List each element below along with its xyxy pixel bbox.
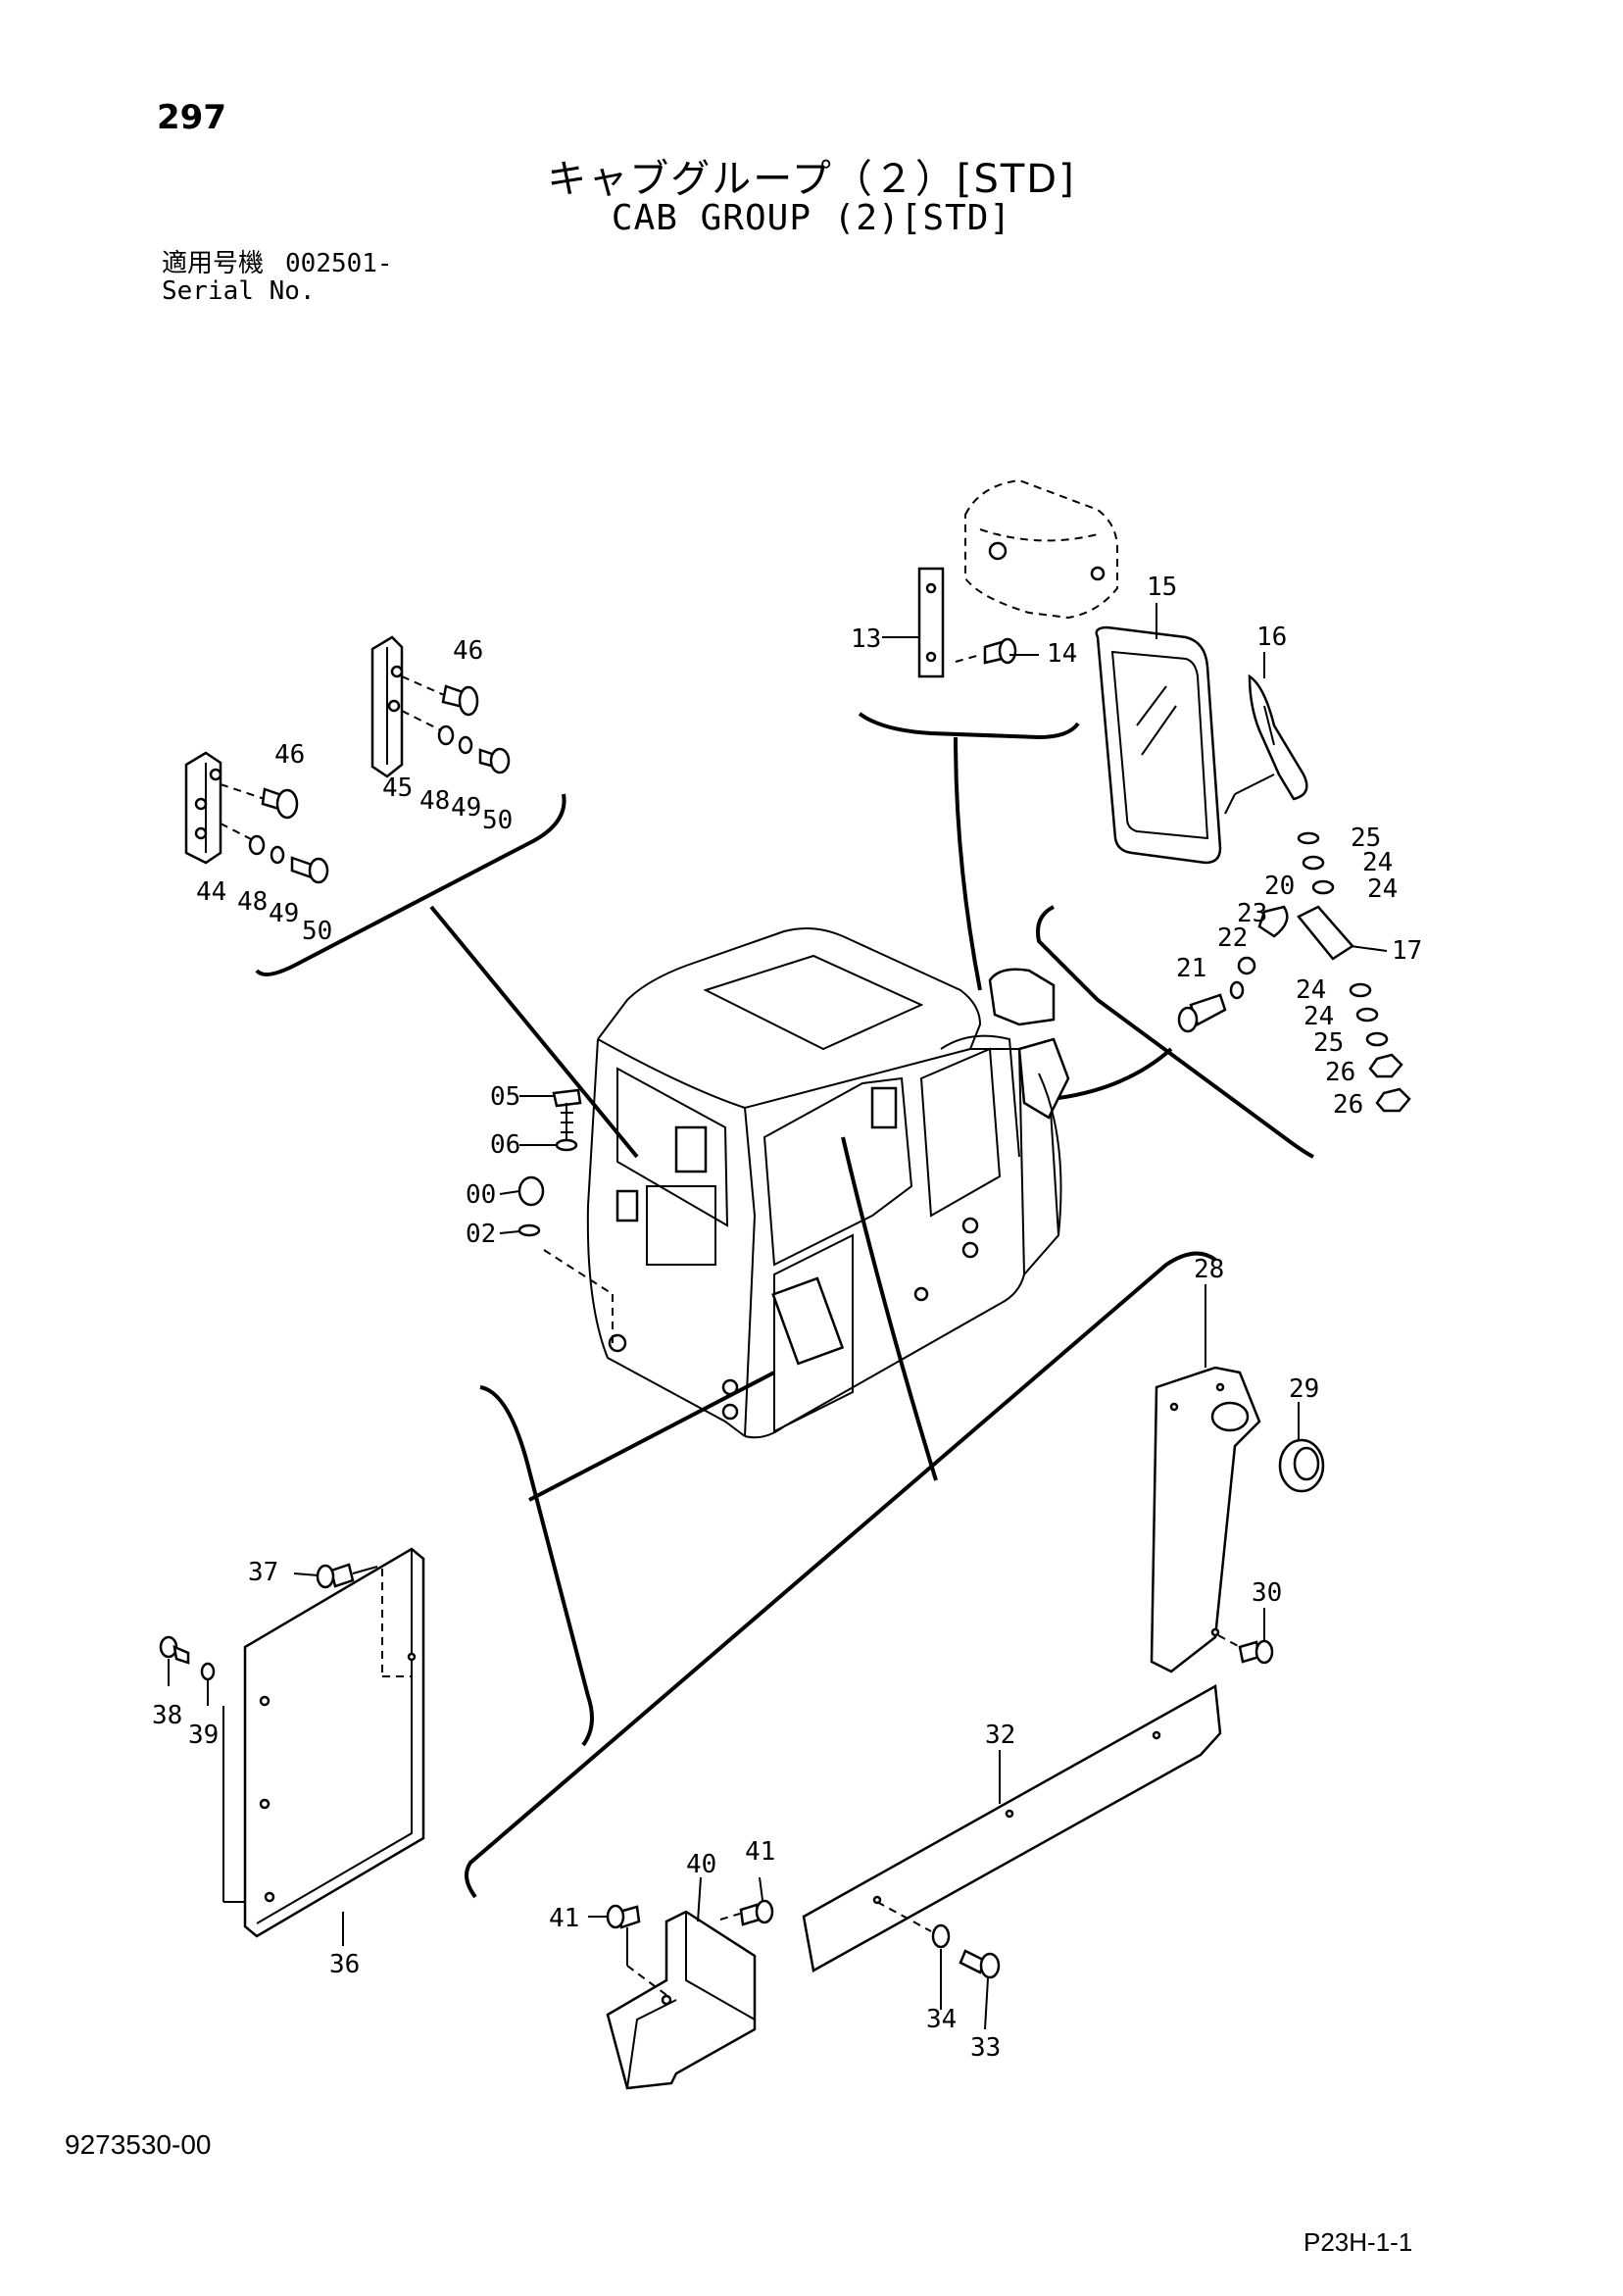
page-number: 297 [157, 98, 226, 137]
callout-26-a: 26 [1325, 1058, 1355, 1087]
detail-bracket-right [1036, 905, 1314, 1159]
callout-24-b: 24 [1367, 874, 1398, 904]
side-cover-panel [159, 1547, 425, 1938]
leader-left-top [429, 905, 639, 1159]
callout-34: 34 [926, 2005, 957, 2034]
cab-body [586, 926, 1070, 1439]
document-number: 9273530-00 [65, 2129, 212, 2160]
callout-37: 37 [248, 1558, 278, 1587]
callout-23: 23 [1237, 899, 1267, 928]
page-title-english: CAB GROUP (2)[STD] [611, 198, 1012, 238]
callout-30: 30 [1252, 1578, 1282, 1608]
callout-46-b: 46 [274, 740, 305, 770]
leader-lower-mid [841, 1136, 938, 1481]
page-title-japanese: キャブグループ（２）[STD] [547, 157, 1076, 202]
lower-bracket [606, 1899, 774, 2090]
callout-06: 06 [490, 1130, 520, 1160]
serial-number-block: 適用号機 002501- Serial No. [162, 250, 393, 305]
callout-50-a: 50 [482, 806, 513, 835]
callout-50-b: 50 [302, 917, 332, 946]
leader-lower-left [528, 1371, 775, 1502]
callout-00: 00 [466, 1180, 496, 1210]
callout-24-c: 24 [1296, 975, 1326, 1005]
callout-48-b: 48 [237, 887, 268, 917]
callout-20: 20 [1264, 872, 1295, 901]
callout-29: 29 [1289, 1374, 1319, 1404]
callout-32: 32 [985, 1721, 1015, 1750]
hinge-bracket-group-upper [370, 635, 511, 778]
serial-label-japanese: 適用号機 [162, 249, 265, 278]
callout-33: 33 [970, 2033, 1001, 2063]
callout-39: 39 [188, 1721, 219, 1750]
leader-right [1057, 1047, 1173, 1100]
callout-36: 36 [329, 1950, 360, 1979]
callout-49-a: 49 [451, 793, 481, 823]
serial-value: 002501- [285, 249, 393, 278]
callout-02: 02 [466, 1220, 496, 1249]
access-plate [1150, 1366, 1325, 1673]
detail-bracket-lower-mid [465, 1251, 1217, 1899]
callout-41-a: 41 [549, 1904, 579, 1933]
callout-25-b: 25 [1313, 1028, 1344, 1058]
callout-leaders [168, 603, 1388, 2030]
detail-bracket-top-right [858, 712, 1080, 740]
serial-label-english: Serial No. [162, 276, 316, 306]
callout-16: 16 [1256, 623, 1287, 652]
callout-05: 05 [490, 1082, 520, 1112]
callout-17: 17 [1392, 936, 1422, 966]
hinge-bracket-group-lower [184, 751, 329, 884]
work-light-assembly [917, 478, 1118, 678]
cab-mount-fasteners [517, 1088, 614, 1348]
callout-38: 38 [152, 1701, 182, 1730]
page-reference: P23H-1-1 [1303, 2227, 1413, 2257]
callout-labels: 13 14 15 16 17 20 21 22 23 24 24 24 24 2… [152, 573, 1422, 2063]
callout-15: 15 [1147, 573, 1177, 602]
mirror-assembly [1095, 625, 1411, 1113]
long-cover-plate [802, 1683, 1222, 1979]
callout-45: 45 [382, 774, 413, 803]
callout-40: 40 [686, 1850, 716, 1879]
callout-49-b: 49 [269, 899, 299, 928]
callout-41-b: 41 [745, 1837, 775, 1867]
callout-13: 13 [851, 624, 881, 654]
callout-24-d: 24 [1303, 1002, 1334, 1031]
callout-24-a: 24 [1362, 848, 1393, 877]
callout-25-a: 25 [1351, 824, 1381, 853]
callout-14: 14 [1047, 639, 1077, 669]
detail-bracket-lower-left [479, 1385, 594, 1747]
callout-21: 21 [1176, 954, 1206, 983]
callout-44: 44 [196, 877, 226, 907]
callout-22: 22 [1217, 923, 1248, 953]
leader-top-right [954, 736, 982, 991]
callout-26-b: 26 [1333, 1090, 1363, 1120]
detail-bracket-left-top [255, 793, 566, 976]
callout-48-a: 48 [419, 786, 450, 816]
callout-28: 28 [1194, 1255, 1224, 1284]
callout-46-a: 46 [453, 636, 483, 666]
